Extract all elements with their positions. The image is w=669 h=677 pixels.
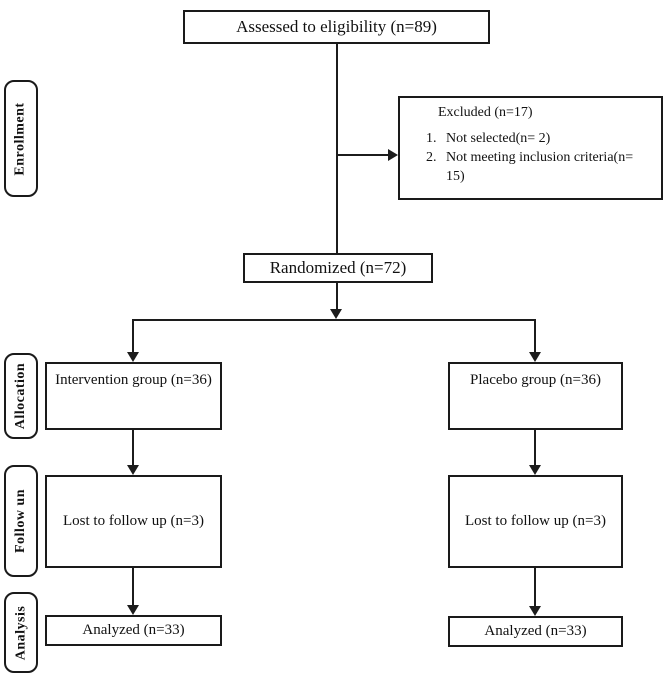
stage-label-followup-text: Follow un <box>13 488 29 554</box>
arrowhead-split-icon <box>330 309 342 319</box>
lost-followup-left-text: Lost to follow up (n=3) <box>63 513 204 529</box>
arrowhead-followup-right-icon <box>529 465 541 475</box>
randomized-text: Randomized (n=72) <box>269 258 407 277</box>
lost-followup-right-box: Lost to follow up (n=3) <box>448 475 623 568</box>
connector-to-excluded <box>337 154 389 156</box>
lost-followup-right-text: Lost to follow up (n=3) <box>465 513 606 529</box>
connector-split-to-placebo <box>534 319 536 353</box>
arrowhead-excluded-icon <box>388 149 398 161</box>
lost-followup-left-box: Lost to follow up (n=3) <box>45 475 222 568</box>
arrowhead-followup-left-icon <box>127 465 139 475</box>
stage-label-allocation: Allocation <box>4 353 38 439</box>
assessed-eligibility-text: Assessed to eligibility (n=89) <box>236 17 437 36</box>
intervention-group-text: Intervention group (n=36) <box>55 372 212 388</box>
randomized-box: Randomized (n=72) <box>243 253 433 283</box>
connector-assessed-to-randomized <box>336 44 338 253</box>
connector-split-to-intervention <box>132 319 134 353</box>
connector-placebo-to-followup <box>534 430 536 466</box>
arrowhead-analyzed-right-icon <box>529 606 541 616</box>
excluded-title: Excluded (n=17) <box>438 105 533 120</box>
analyzed-left-box: Analyzed (n=33) <box>45 615 222 646</box>
excluded-item-text: Not meeting inclusion criteria(n= 15) <box>445 150 634 184</box>
stage-label-enrollment: Enrollment <box>4 80 38 197</box>
analyzed-right-text: Analyzed (n=33) <box>484 623 587 639</box>
excluded-item: 1. Not selected(n= 2) <box>420 129 655 148</box>
split-horizontal-line <box>132 319 536 321</box>
stage-label-enrollment-text: Enrollment <box>13 101 29 176</box>
connector-followup-to-analyzed-right <box>534 568 536 607</box>
stage-label-allocation-text: Allocation <box>13 362 29 430</box>
connector-randomized-to-split <box>336 283 338 311</box>
stage-label-analysis: Analysis <box>4 592 38 673</box>
stage-label-followup: Follow un <box>4 465 38 577</box>
intervention-group-box: Intervention group (n=36) <box>45 362 222 430</box>
placebo-group-box: Placebo group (n=36) <box>448 362 623 430</box>
excluded-item-number: 1. <box>426 131 437 146</box>
analyzed-left-text: Analyzed (n=33) <box>82 622 185 638</box>
arrowhead-intervention-icon <box>127 352 139 362</box>
arrowhead-analyzed-left-icon <box>127 605 139 615</box>
excluded-item-number: 2. <box>426 150 437 165</box>
arrowhead-placebo-icon <box>529 352 541 362</box>
excluded-item-text: Not selected(n= 2) <box>446 131 551 146</box>
assessed-eligibility-box: Assessed to eligibility (n=89) <box>183 10 490 44</box>
excluded-box: Excluded (n=17) 1. Not selected(n= 2) 2.… <box>398 96 663 200</box>
connector-followup-to-analyzed-left <box>132 568 134 606</box>
analyzed-right-box: Analyzed (n=33) <box>448 616 623 647</box>
excluded-item: 2. Not meeting inclusion criteria(n= 15) <box>420 148 655 186</box>
stage-label-analysis-text: Analysis <box>13 605 29 660</box>
placebo-group-text: Placebo group (n=36) <box>470 372 601 388</box>
connector-intervention-to-followup <box>132 430 134 466</box>
